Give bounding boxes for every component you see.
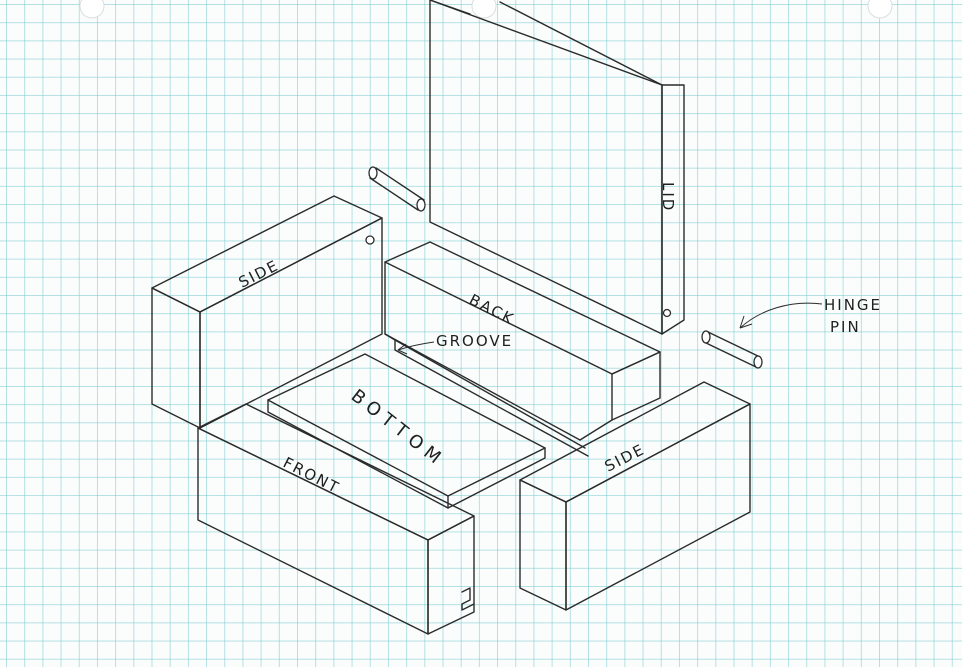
- hinge-label-line2: PIN: [830, 318, 861, 336]
- hinge-label-line1: HINGE: [824, 296, 882, 314]
- back-panel: BACK: [384, 241, 661, 457]
- lid-hinge-hole: [662, 308, 672, 318]
- hinge-pin-right: [701, 330, 763, 369]
- lid-panel: LID: [429, 0, 685, 335]
- hinge-pin-left: [368, 166, 426, 212]
- left-side-panel: SIDE: [151, 195, 383, 429]
- punch-hole-left: [79, 0, 105, 19]
- punch-hole-right: [867, 0, 893, 19]
- front-panel: FRONT: [197, 403, 475, 635]
- right-side-panel: SIDE: [519, 381, 751, 611]
- hinge-pin-callout: HINGE PIN: [739, 296, 882, 336]
- punch-hole-middle: [471, 0, 497, 19]
- lid-label: LID: [659, 182, 677, 212]
- left-side-hinge-hole: [365, 235, 375, 245]
- groove-label: GROOVE: [436, 332, 513, 350]
- groove-callout: GROOVE: [397, 332, 513, 355]
